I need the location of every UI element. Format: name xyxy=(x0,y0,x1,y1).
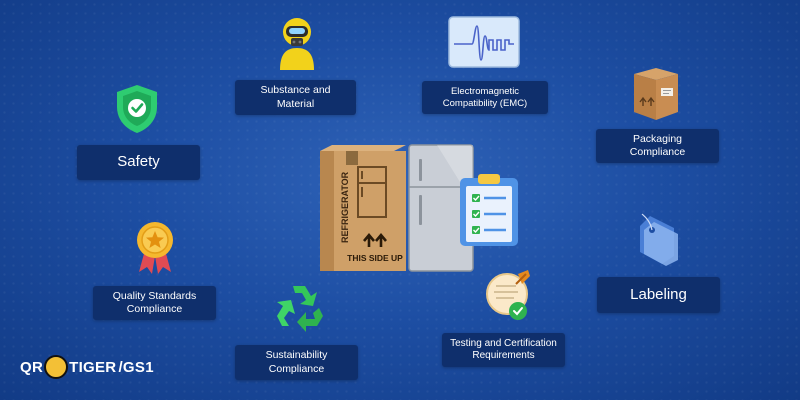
logo-brand-right: TIGER xyxy=(69,358,117,376)
cardboard-box-icon xyxy=(634,68,678,120)
substance-material-label: Substance and Material xyxy=(235,80,356,115)
recycle-icon xyxy=(277,286,323,332)
certificate-seal-icon xyxy=(486,270,530,320)
price-tag-icon xyxy=(640,213,678,266)
hazmat-suit-icon xyxy=(280,18,314,70)
waveform-monitor-icon xyxy=(448,16,520,68)
quality-standards-label: Quality Standards Compliance xyxy=(93,286,216,320)
award-badge-icon xyxy=(137,222,173,274)
qrtiger-gs1-logo: QR TIGER /GS1 xyxy=(20,355,154,379)
tiger-icon xyxy=(44,355,69,379)
labeling-label: Labeling xyxy=(597,277,720,313)
logo-brand-left: QR xyxy=(20,358,44,376)
sustainability-label: Sustainability Compliance xyxy=(235,345,358,380)
safety-label: Safety xyxy=(77,145,200,180)
box-front-text: THIS SIDE UP xyxy=(347,253,403,263)
shield-check-icon xyxy=(117,85,157,133)
logo-suffix: /GS1 xyxy=(118,358,154,376)
clipboard-checklist-icon xyxy=(460,174,518,246)
testing-certification-label: Testing and Certification Requirements xyxy=(442,333,565,367)
box-side-text: REFRIGERATOR xyxy=(340,171,350,243)
packaging-label: Packaging Compliance xyxy=(596,129,719,163)
refrigerator-box-icon: REFRIGERATOR THIS SIDE UP xyxy=(320,145,406,271)
emc-label: Electromagnetic Compatibility (EMC) xyxy=(422,81,548,114)
